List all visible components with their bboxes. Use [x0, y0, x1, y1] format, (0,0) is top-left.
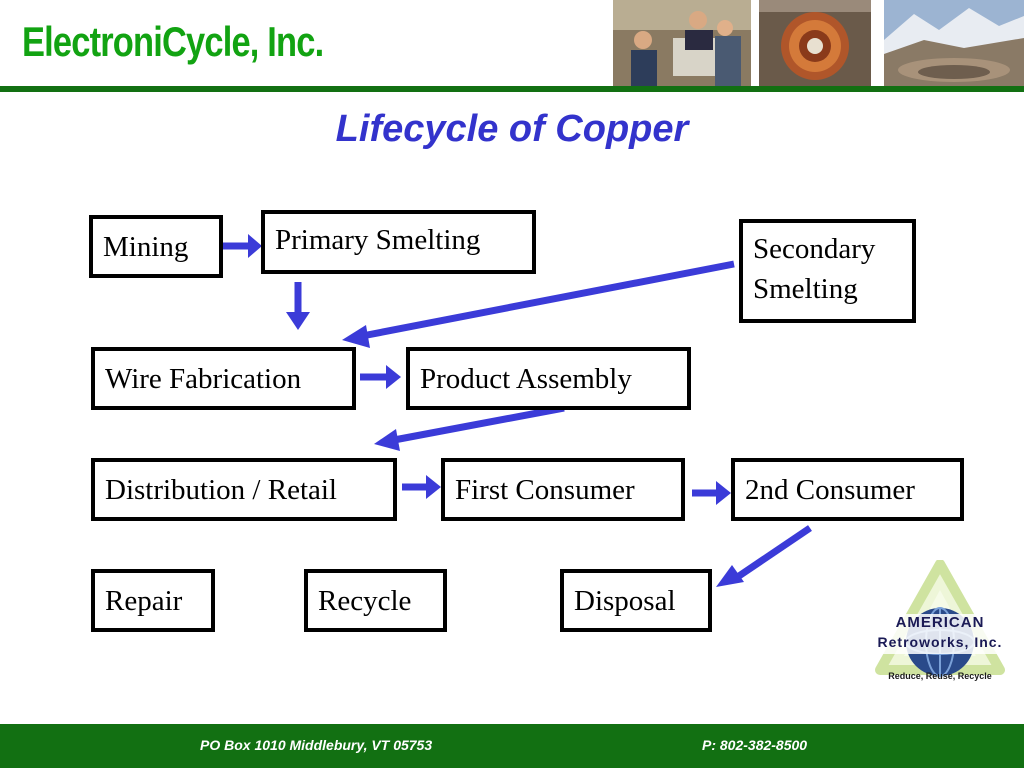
logo-tagline: Reduce, Reuse, Recycle	[888, 671, 992, 681]
arrow-product-assembly-to-distribution	[374, 404, 565, 451]
box-distribution-retail: Distribution / Retail	[91, 458, 397, 521]
box-mining: Mining	[89, 215, 223, 278]
arrow-mining-to-primary-smelting	[222, 234, 262, 258]
footer-address: PO Box 1010 Middlebury, VT 05753	[200, 737, 433, 753]
arrow-wire-fabrication-to-product-assembly	[360, 365, 401, 389]
logo-line1: American	[895, 614, 985, 631]
logo-line2: Retroworks, Inc.	[877, 634, 1003, 650]
box-disposal: Disposal	[560, 569, 712, 632]
arrow-distribution-to-first-consumer	[402, 475, 441, 499]
secondary-smelting-line1: Secondary	[753, 233, 876, 265]
box-repair: Repair	[91, 569, 215, 632]
header-rule	[0, 86, 1024, 92]
header-photo-copper-coil	[759, 0, 871, 86]
header-photo-mine	[884, 0, 1024, 86]
box-secondary-smelting: Secondary Smelting	[739, 219, 916, 323]
recycle-symbol-icon	[862, 559, 1018, 677]
secondary-smelting-line2: Smelting	[753, 273, 858, 305]
slide-title: Lifecycle of Copper	[335, 108, 689, 150]
box-primary-smelting: Primary Smelting	[261, 210, 536, 274]
arrow-second-consumer-to-disposal	[716, 525, 812, 587]
box-first-consumer: First Consumer	[441, 458, 685, 521]
arrow-secondary-smelting-to-wire-fabrication	[342, 260, 735, 348]
footer-bar: PO Box 1010 Middlebury, VT 05753 P: 802-…	[0, 724, 1024, 768]
arrow-first-consumer-to-second-consumer	[692, 481, 731, 505]
box-second-consumer: 2nd Consumer	[731, 458, 964, 521]
header-photo-workers	[613, 0, 751, 86]
arrow-primary-smelting-to-wire-fabrication	[286, 282, 310, 330]
company-brand: ElectroniCycle, Inc.	[22, 18, 324, 65]
box-recycle: Recycle	[304, 569, 447, 632]
box-product-assembly: Product Assembly	[406, 347, 691, 410]
footer-phone: P: 802-382-8500	[702, 737, 808, 753]
american-retroworks-logo: American Retroworks, Inc. Reduce, Reuse,…	[858, 559, 1022, 710]
box-wire-fabrication: Wire Fabrication	[91, 347, 356, 410]
